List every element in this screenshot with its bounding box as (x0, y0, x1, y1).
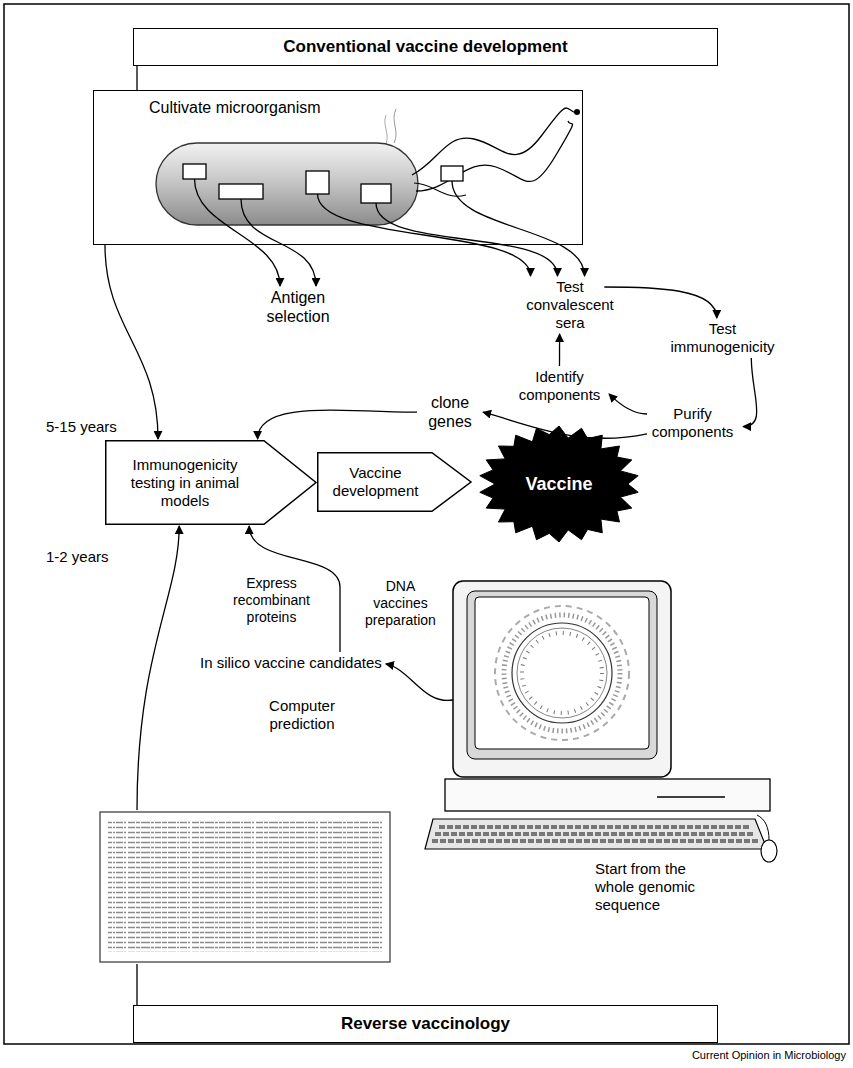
node-text: Test immunogenicity (665, 320, 780, 356)
bacterium-drawing-part (219, 184, 263, 199)
step-label: Identify components (512, 368, 607, 404)
connector-arrow (483, 412, 647, 438)
computer-drawing-part (439, 825, 751, 829)
computer-drawing-part (453, 581, 671, 777)
computer-drawing-part (504, 615, 620, 731)
connector-arrow (452, 181, 585, 276)
bacterium-drawing-part (361, 184, 391, 203)
computer-drawing-part (445, 779, 770, 811)
connector-arrow (241, 199, 316, 286)
culture-box: Cultivate microorganism (93, 90, 583, 245)
block-arrow-shape-part (106, 441, 316, 525)
computer-drawing-part (435, 832, 755, 836)
computer-drawing-part (432, 839, 759, 843)
outer-frame (4, 4, 849, 1044)
node-text: Immunogenicity testing in animal models (113, 456, 257, 510)
block-arrow-shape-part (318, 453, 471, 512)
connector-arrow (386, 664, 453, 701)
bacterium-drawing-part (306, 171, 329, 194)
node-text: Identify components (512, 368, 607, 404)
node-text: In silico vaccine candidates (200, 654, 382, 672)
bacterium-drawing-part (441, 166, 463, 181)
node-text: Reverse vaccinology (341, 1014, 510, 1034)
bacterium-drawing-part (183, 164, 206, 179)
bacterium-drawing-part (412, 108, 576, 175)
computer-drawing-part (467, 591, 657, 759)
genome-sheet (100, 812, 390, 962)
connector-arrow (195, 179, 281, 286)
computer-drawing-part (761, 840, 777, 862)
connector-arrow (743, 358, 757, 427)
edge-label: 1-2 years (44, 548, 111, 566)
sequence-lines (108, 820, 382, 952)
node-text: Antigen selection (253, 288, 343, 326)
step-label: In silico vaccine candidates (200, 654, 382, 672)
connector-arrow (258, 410, 417, 439)
connector-arrow (136, 66, 137, 90)
step-note: DNA vaccines preparation (356, 578, 445, 628)
bacterium-drawing-part (156, 143, 418, 225)
computer-drawing-part (657, 796, 725, 798)
starburst-shape-part (480, 426, 638, 542)
connector-arrow (376, 203, 558, 276)
node-text: Conventional vaccine development (283, 37, 567, 57)
computer-drawing-part (512, 623, 612, 723)
step-label: Test immunogenicity (665, 320, 780, 356)
computer-figure: Start from the whole genomic sequence (425, 575, 780, 930)
source-credit: Current Opinion in Microbiology (690, 1049, 848, 1062)
bacterium-drawing-part (416, 121, 573, 191)
step-label: Antigen selection (253, 288, 343, 326)
bacterium-drawing-part (414, 183, 466, 196)
connector-arrow (604, 287, 717, 318)
connector-arrow (609, 394, 647, 414)
bacterium-drawing-part (574, 109, 580, 115)
step-label: Purify components (645, 405, 740, 441)
node-text: Cultivate microorganism (149, 99, 321, 117)
step-note: Express recombinant proteins (222, 575, 321, 625)
connector-arrow (318, 194, 531, 276)
header-box: Conventional vaccine development (133, 28, 718, 66)
node-text: Start from the whole genomic sequence (595, 860, 720, 914)
computer-drawing-part (495, 606, 629, 740)
computer-drawing-part (475, 597, 649, 749)
step-label: Test convalescent sera (518, 278, 622, 332)
connector-arrow (137, 526, 179, 1005)
node-text: Purify components (645, 405, 740, 441)
step-label: clone genes (420, 393, 480, 431)
header-box: Reverse vaccinology (133, 1005, 718, 1043)
computer-drawing-part (522, 633, 602, 713)
node-text: Vaccine development (323, 464, 428, 500)
computer-drawing-part (757, 815, 769, 840)
computer-drawing-part (425, 819, 767, 849)
starburst: Vaccine (478, 425, 640, 543)
computer-drawing-part (517, 628, 607, 718)
connector-arrow (559, 334, 560, 366)
edge-label: Computer prediction (240, 697, 364, 733)
block-arrow: Immunogenicity testing in animal models (105, 440, 317, 525)
block-arrow: Vaccine development (317, 452, 472, 512)
node-text: Test convalescent sera (518, 278, 622, 332)
edge-label: 5-15 years (44, 418, 119, 436)
node-text: clone genes (420, 393, 480, 431)
node-text: Vaccine (525, 474, 592, 495)
connector-arrow (105, 245, 158, 439)
bacterium-drawing-part (394, 109, 396, 143)
bacterium-drawing-part (385, 115, 387, 144)
